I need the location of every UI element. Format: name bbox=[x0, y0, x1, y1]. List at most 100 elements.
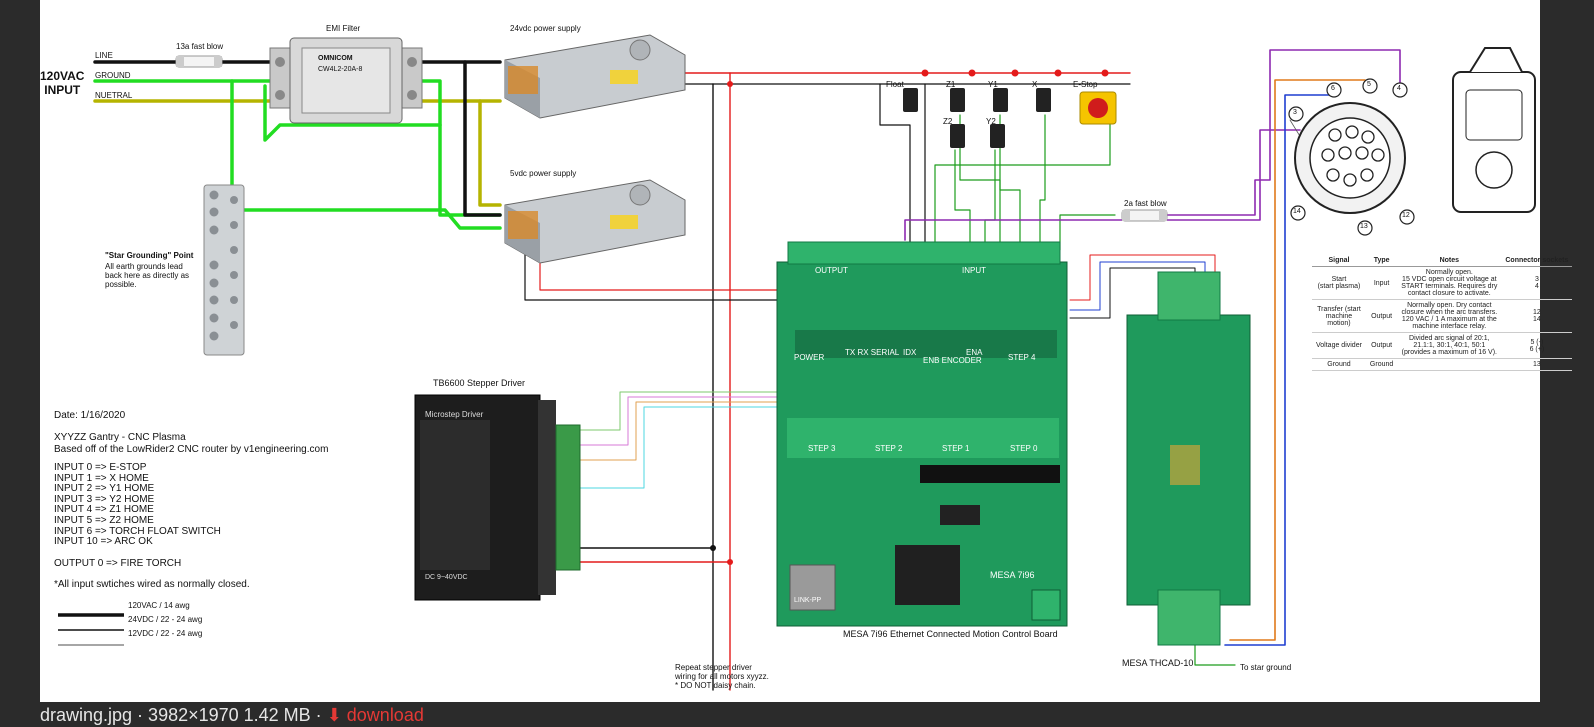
psu-24v bbox=[504, 34, 686, 119]
repeat-note: Repeat stepper driver wiring for all mot… bbox=[675, 663, 769, 691]
tb6600-driver bbox=[414, 394, 581, 601]
mesa-board-label: MESA 7i96 Ethernet Connected Motion Cont… bbox=[843, 629, 1058, 639]
tb6600-microstep: Microstep Driver bbox=[425, 410, 484, 419]
neutral-label: NUETRAL bbox=[95, 91, 133, 100]
x-label: X bbox=[1032, 80, 1038, 89]
estop-label: E-Stop bbox=[1073, 80, 1098, 89]
mesa-logo: MESA 7i96 bbox=[990, 570, 1035, 580]
file-info: drawing.jpg · 3982×1970 1.42 MB · bbox=[40, 705, 327, 725]
signal-cell: 5 (-) 6 (+) bbox=[1501, 332, 1573, 359]
signal-cell: Ground bbox=[1312, 358, 1366, 371]
limit-switches bbox=[903, 88, 1051, 148]
socket-4: 4 bbox=[1397, 85, 1401, 92]
star-ground-desc: All earth grounds lead back here as dire… bbox=[105, 262, 190, 290]
output0-label: OUTPUT 0 => FIRE TORCH bbox=[54, 558, 182, 569]
ethernet-port bbox=[789, 564, 836, 611]
legend-24vdc: 24VDC / 22 - 24 awg bbox=[128, 615, 203, 624]
plasma-connector bbox=[1288, 78, 1415, 236]
mesa-block-power: POWER bbox=[794, 353, 825, 362]
signal-cell: 13 bbox=[1501, 358, 1573, 371]
wire-legend bbox=[58, 613, 124, 646]
mesa-block-serial: TX RX SERIAL bbox=[845, 348, 900, 357]
col-sockets: Connector sockets bbox=[1501, 255, 1573, 267]
signal-cell: Normally open. 15 VDC open circuit volta… bbox=[1397, 266, 1502, 300]
mesa-step3: STEP 3 bbox=[808, 444, 836, 453]
mesa-input-label: INPUT bbox=[962, 266, 986, 275]
psu-5v-label: 5vdc power supply bbox=[510, 169, 577, 178]
fuse-13a-label: 13a fast blow bbox=[176, 42, 224, 51]
switch-float bbox=[903, 88, 918, 112]
y2-label: Y2 bbox=[986, 117, 996, 126]
project-label: XYYZZ Gantry - CNC Plasma Based off of t… bbox=[54, 432, 329, 455]
ground-label: GROUND bbox=[95, 71, 131, 80]
nc-note: *All input swtiches wired as normally cl… bbox=[54, 579, 250, 590]
emi-filter bbox=[269, 37, 423, 124]
socket-13: 13 bbox=[1360, 223, 1368, 230]
signal-cell: Output bbox=[1365, 332, 1398, 359]
fuse-13a bbox=[175, 55, 223, 68]
signal-cell: Ground bbox=[1365, 358, 1398, 371]
mesa-block-idx: IDX bbox=[903, 348, 917, 357]
switch-z2 bbox=[950, 124, 965, 148]
line-label: LINE bbox=[95, 51, 113, 60]
tb6600-dc: DC 9~40VDC bbox=[425, 574, 468, 581]
to-star-label: To star ground bbox=[1240, 663, 1292, 672]
signal-cell: Transfer (start machine motion) bbox=[1312, 299, 1366, 333]
date-label: Date: 1/16/2020 bbox=[54, 410, 126, 421]
psu-24v-label: 24vdc power supply bbox=[510, 24, 581, 33]
col-type: Type bbox=[1365, 255, 1398, 267]
signal-cell: 12 14 bbox=[1501, 299, 1573, 333]
mesa-block-step4: STEP 4 bbox=[1008, 353, 1036, 362]
legend-12vdc: 12VDC / 22 - 24 awg bbox=[128, 629, 203, 638]
estop-button bbox=[1079, 91, 1117, 125]
switch-y1 bbox=[993, 88, 1008, 112]
emi-filter-label: EMI Filter bbox=[326, 24, 361, 33]
psu-5v bbox=[504, 179, 686, 264]
mesa-step2: STEP 2 bbox=[875, 444, 903, 453]
download-icon[interactable]: ⬇ bbox=[326, 705, 347, 725]
switch-y2 bbox=[990, 124, 1005, 148]
mesa-output-label: OUTPUT bbox=[815, 266, 848, 275]
mesa-step1: STEP 1 bbox=[942, 444, 970, 453]
signal-cell: Normally open. Dry contact closure when … bbox=[1397, 299, 1502, 333]
mesa-block-ena: ENA bbox=[966, 348, 983, 357]
switch-x bbox=[1036, 88, 1051, 112]
signal-cell: Start (start plasma) bbox=[1312, 266, 1366, 300]
socket-5: 5 bbox=[1367, 81, 1371, 88]
signal-cell: Input bbox=[1365, 266, 1398, 300]
emi-brand: OMNICOM bbox=[318, 55, 353, 62]
y1-label: Y1 bbox=[988, 80, 998, 89]
signal-cell: Voltage divider bbox=[1312, 332, 1366, 359]
file-caption: drawing.jpg · 3982×1970 1.42 MB · ⬇ down… bbox=[40, 705, 424, 726]
float-label: Float bbox=[886, 80, 904, 89]
thcad-10-board bbox=[1126, 271, 1251, 646]
signal-cell: Divided arc signal of 20:1, 21.1:1, 30:1… bbox=[1397, 332, 1502, 359]
mesa-block-encoder: ENB ENCODER bbox=[923, 356, 982, 365]
signal-cell bbox=[1397, 358, 1502, 371]
legend-120vac: 120VAC / 14 awg bbox=[128, 601, 190, 610]
switch-z1 bbox=[950, 88, 965, 112]
inputs-list: INPUT 0 => E-STOP INPUT 1 => X HOME INPU… bbox=[54, 462, 221, 548]
fuse-2a bbox=[1121, 209, 1168, 222]
fuse-2a-label: 2a fast blow bbox=[1124, 199, 1167, 208]
link-pp-label: LINK-PP bbox=[794, 597, 822, 604]
signal-table: Signal Type Notes Connector sockets Star… bbox=[1312, 255, 1573, 371]
thcad-label: MESA THCAD-10 bbox=[1122, 658, 1194, 668]
tb6600-label: TB6600 Stepper Driver bbox=[433, 378, 526, 388]
emi-model: CW4L2-20A-8 bbox=[318, 66, 363, 73]
ground-bar bbox=[203, 184, 245, 356]
col-signal: Signal bbox=[1312, 255, 1366, 267]
col-notes: Notes bbox=[1397, 255, 1502, 267]
download-link[interactable]: download bbox=[346, 705, 424, 725]
star-ground-title: "Star Grounding" Point bbox=[105, 251, 194, 260]
z2-label: Z2 bbox=[943, 117, 953, 126]
socket-12: 12 bbox=[1402, 212, 1410, 219]
input-120vac-label: 120VAC INPUT bbox=[40, 69, 85, 97]
socket-6: 6 bbox=[1331, 85, 1335, 92]
signal-cell: 3 4 bbox=[1501, 266, 1573, 300]
